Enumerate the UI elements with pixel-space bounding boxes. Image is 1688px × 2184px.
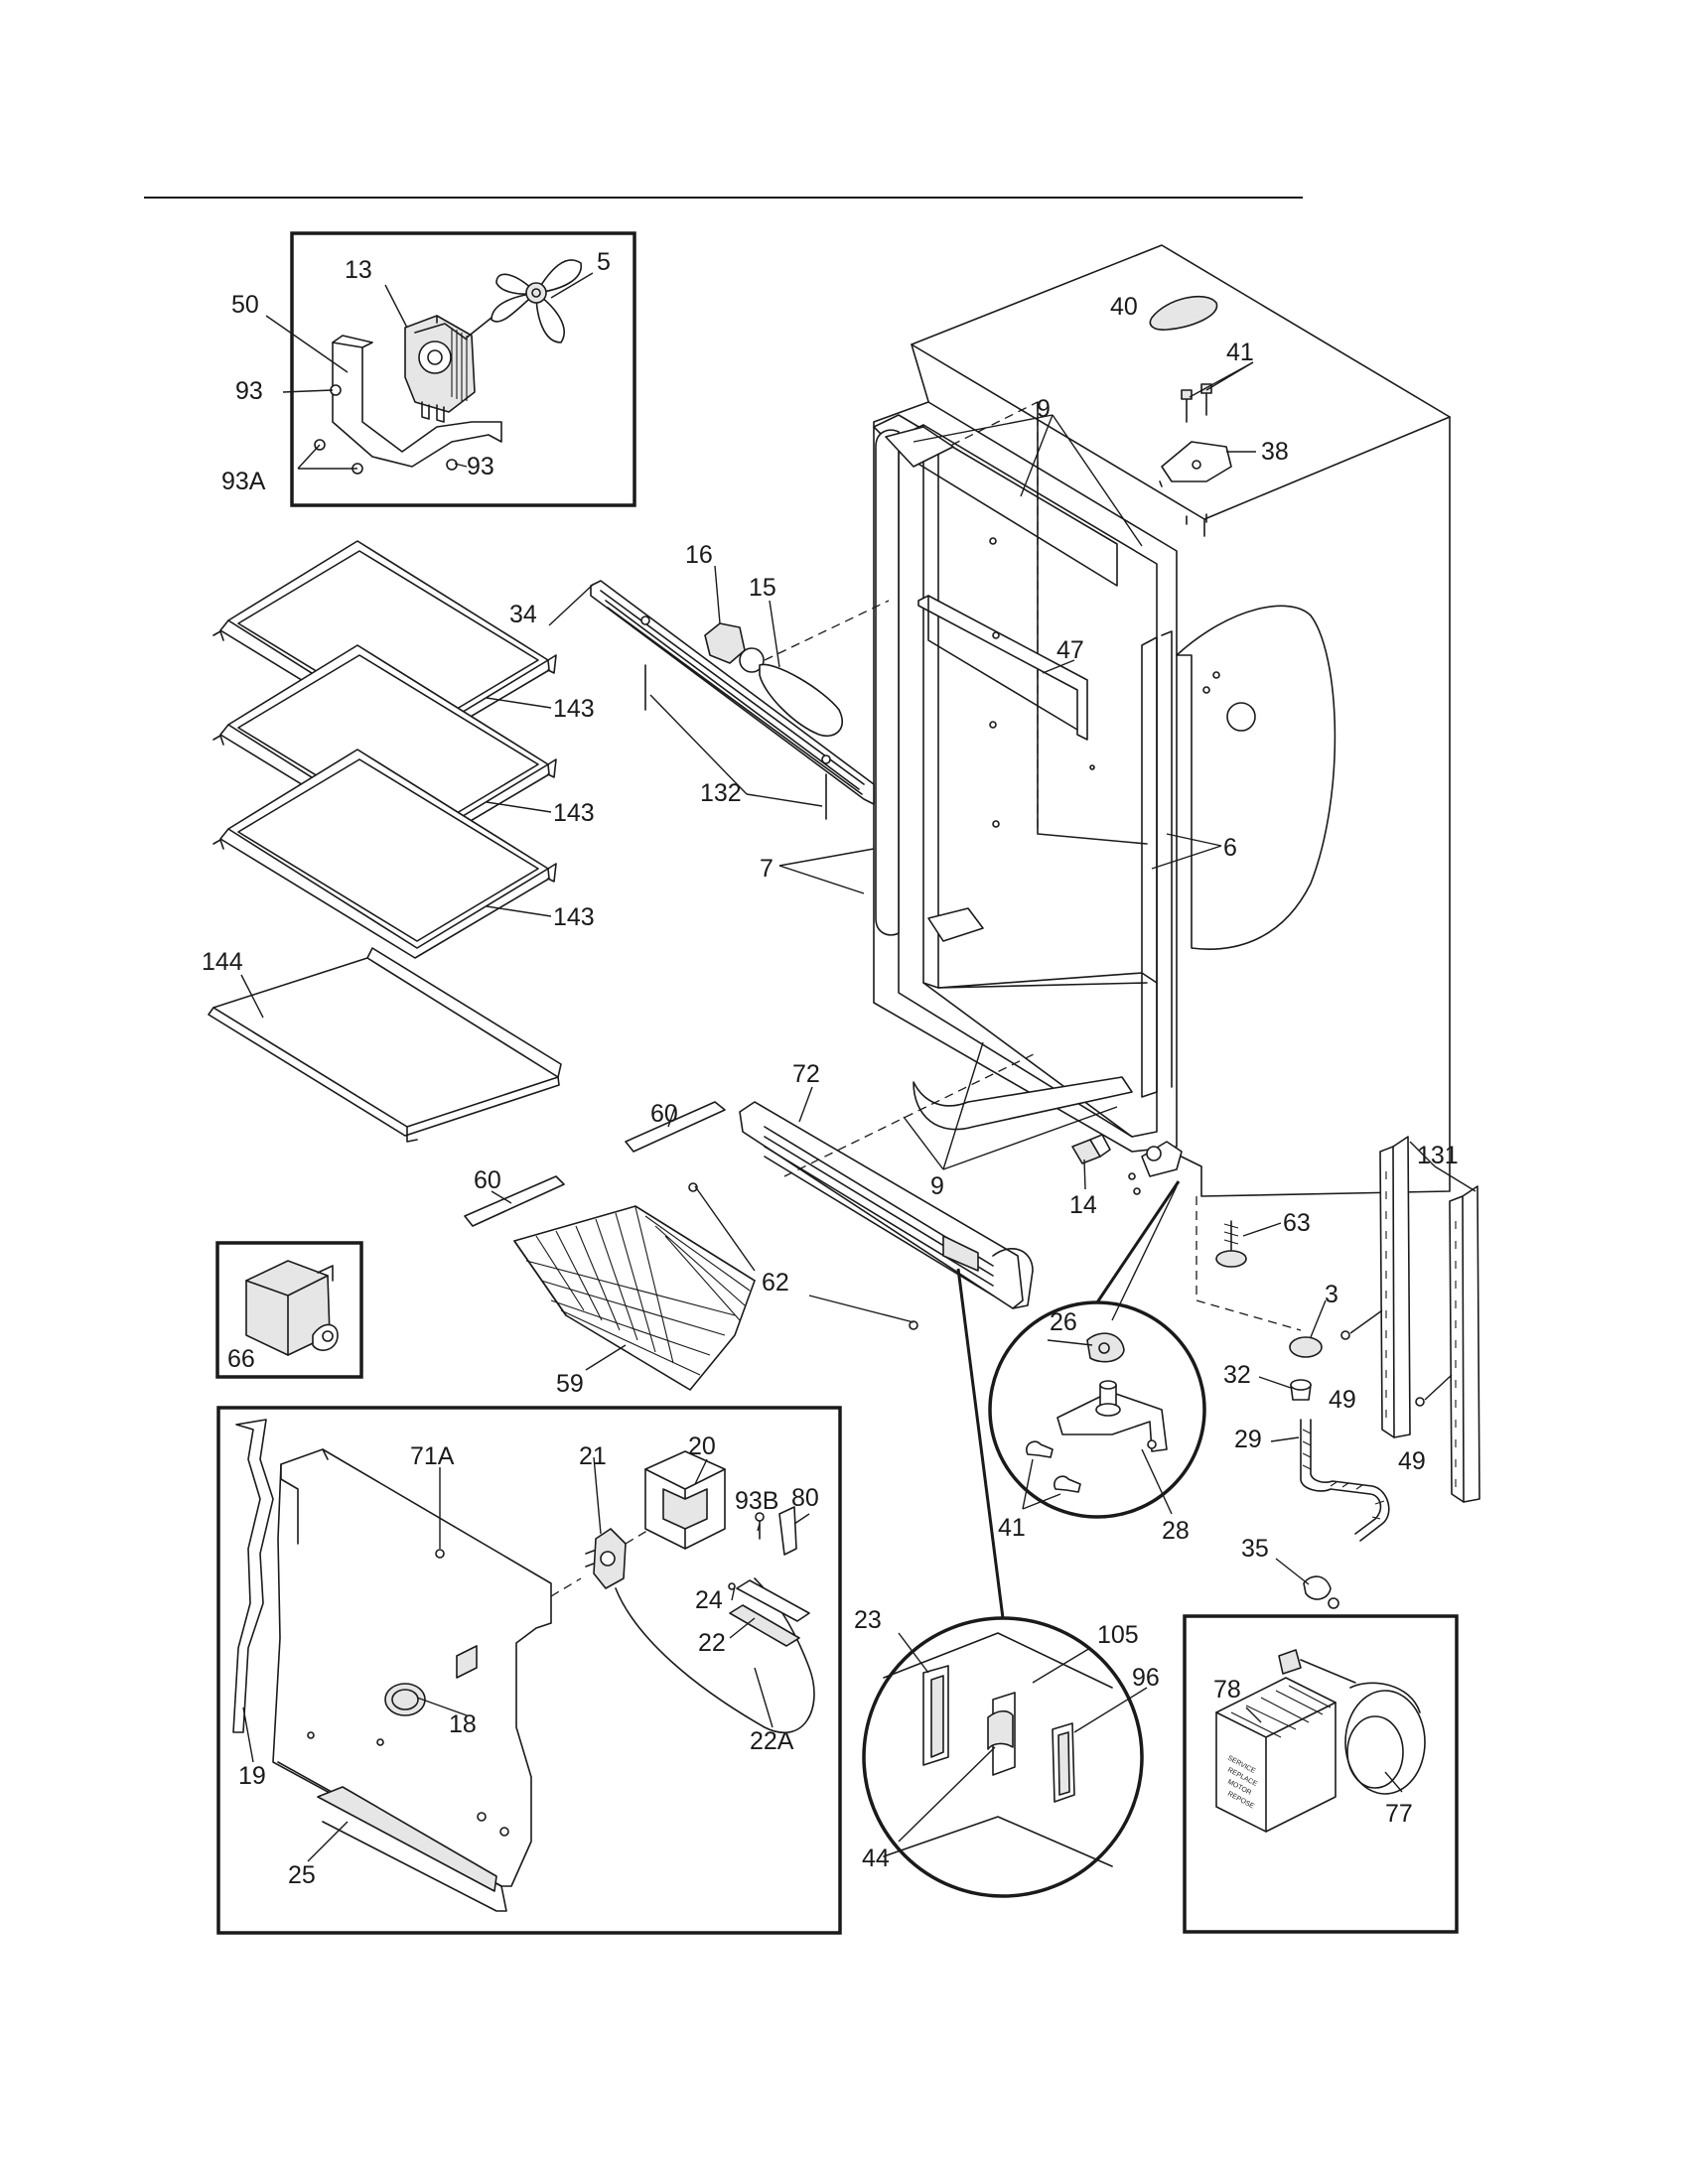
callout-25: 25 (288, 1861, 316, 1889)
callout-21: 21 (579, 1442, 607, 1470)
callout-9-bottom: 9 (930, 1172, 944, 1200)
callout-78: 78 (1213, 1676, 1241, 1704)
callout-49-left: 49 (1329, 1386, 1356, 1414)
fan-blade-icon (491, 259, 582, 343)
callout-26: 26 (1050, 1308, 1077, 1336)
basket-and-grille (464, 1051, 1039, 1391)
callout-40: 40 (1110, 293, 1138, 321)
callout-41-top: 41 (1226, 339, 1254, 366)
callout-131: 131 (1417, 1142, 1459, 1169)
callout-22a: 22A (750, 1727, 794, 1755)
light-bar-assembly (548, 565, 890, 820)
callout-50: 50 (231, 291, 259, 319)
callout-62: 62 (762, 1269, 789, 1297)
relay-inset (215, 1241, 363, 1379)
callout-49-right: 49 (1398, 1447, 1426, 1475)
callout-93: 93 (235, 377, 263, 405)
callout-66: 66 (227, 1345, 255, 1373)
callout-143-2: 143 (553, 799, 595, 827)
hinge-detail-inset (988, 1180, 1206, 1519)
callout-143-3: 143 (553, 903, 595, 931)
callout-93a: 93A (221, 468, 266, 495)
shelf-standards (1340, 1136, 1480, 1503)
freezer-cabinet (778, 244, 1451, 1197)
callout-34: 34 (509, 601, 537, 628)
callout-77: 77 (1385, 1800, 1413, 1828)
control-panel-inset (862, 1268, 1148, 1898)
callout-7: 7 (760, 855, 774, 883)
callout-93b: 93B (735, 1487, 778, 1515)
callout-38: 38 (1261, 438, 1289, 466)
callout-144: 144 (202, 948, 243, 976)
top-hinge-assembly (1149, 295, 1256, 525)
callout-labels: 13 5 50 93 93A 93 40 41 9 38 16 15 34 47… (202, 248, 1459, 1889)
callout-63: 63 (1283, 1209, 1311, 1237)
callout-29: 29 (1234, 1426, 1262, 1453)
callout-16: 16 (685, 541, 713, 569)
wire-shelves (208, 540, 562, 1143)
callout-24: 24 (695, 1586, 723, 1614)
callout-20: 20 (688, 1433, 716, 1460)
bottom-hinge-parts (1071, 1134, 1390, 1609)
callout-72: 72 (792, 1060, 820, 1088)
callout-60-top: 60 (650, 1100, 678, 1128)
callout-15: 15 (749, 574, 776, 602)
callout-80: 80 (791, 1484, 819, 1512)
callout-22: 22 (698, 1629, 726, 1657)
callout-71a: 71A (410, 1442, 455, 1470)
callout-32: 32 (1223, 1361, 1251, 1389)
callout-96: 96 (1132, 1664, 1160, 1692)
callout-93-right: 93 (467, 453, 494, 480)
callout-44: 44 (862, 1844, 890, 1872)
callout-9-top: 9 (1037, 395, 1051, 423)
callout-132: 132 (700, 779, 742, 807)
callout-47: 47 (1056, 636, 1084, 664)
callout-105: 105 (1097, 1621, 1139, 1649)
callout-3: 3 (1325, 1281, 1338, 1308)
callout-6: 6 (1223, 834, 1237, 862)
callout-5: 5 (597, 248, 611, 276)
callout-18: 18 (449, 1710, 477, 1738)
fan-motor-inset (265, 231, 636, 507)
filter-inset: SERVICE REPLACE MOTOR REPOSE (1183, 1614, 1459, 1934)
callout-41-bottom: 41 (998, 1514, 1026, 1542)
callout-19: 19 (238, 1762, 266, 1790)
callout-143-1: 143 (553, 695, 595, 723)
callout-60-bottom: 60 (474, 1166, 501, 1194)
evaporator-cover-inset (216, 1406, 842, 1935)
callout-23: 23 (854, 1606, 882, 1634)
callout-13: 13 (345, 256, 372, 284)
callout-59: 59 (556, 1370, 584, 1398)
callout-35: 35 (1241, 1535, 1269, 1563)
callout-14: 14 (1069, 1191, 1097, 1219)
callout-28: 28 (1162, 1517, 1190, 1545)
